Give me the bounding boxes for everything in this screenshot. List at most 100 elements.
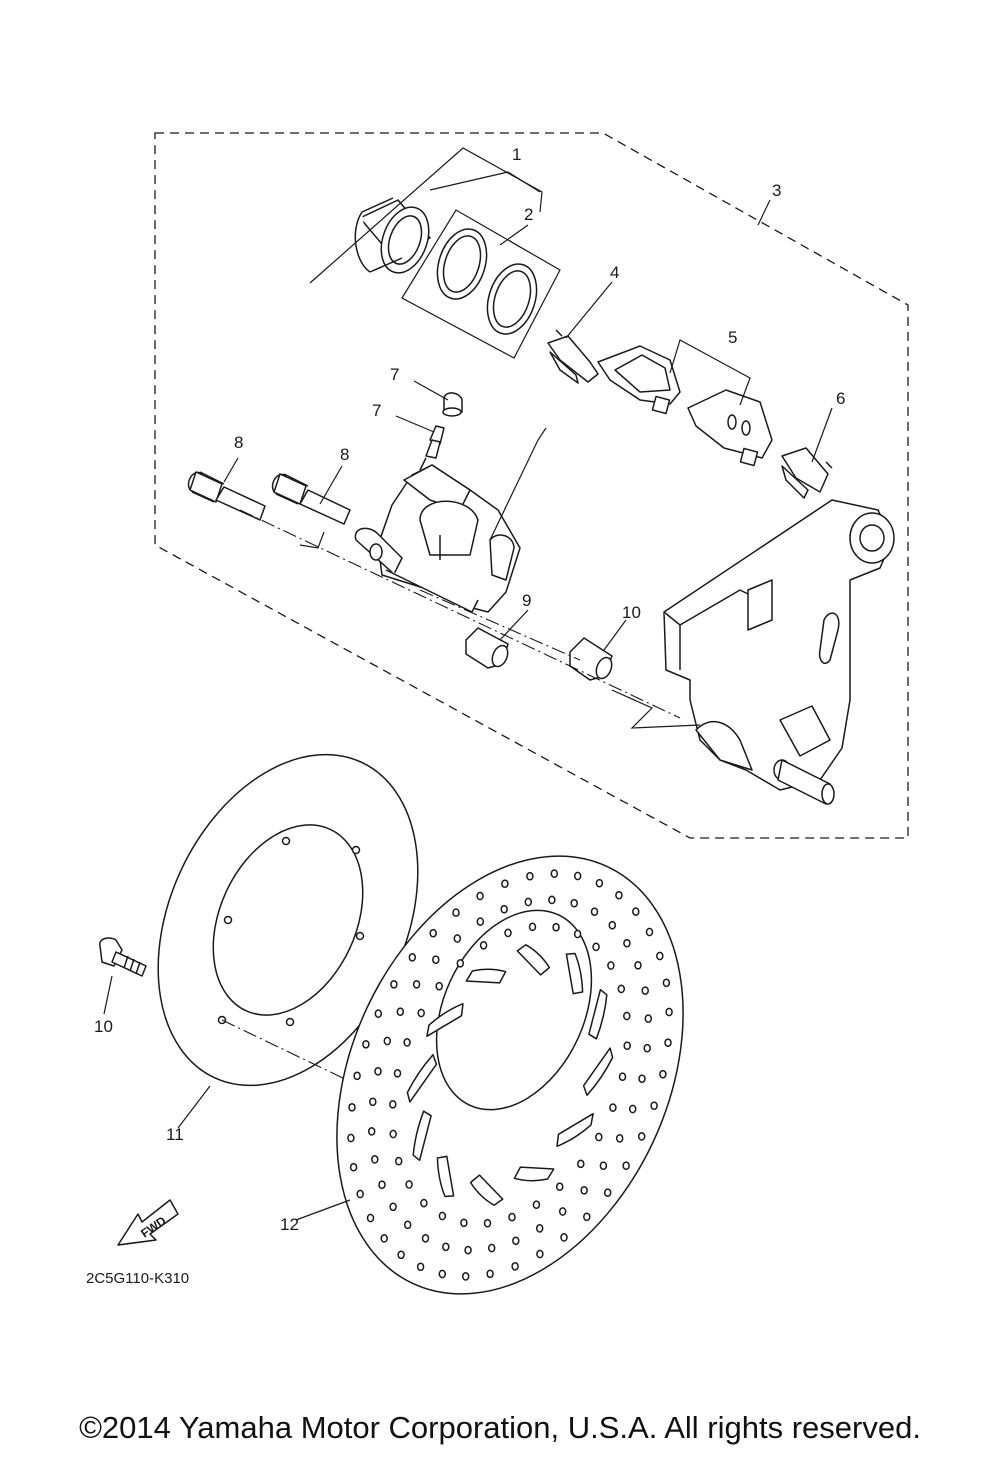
- disc-drill-hole: [607, 961, 615, 970]
- disc-drill-hole: [429, 928, 437, 938]
- disc-drill-hole: [558, 1207, 567, 1216]
- disc-vent-slot: [465, 968, 507, 984]
- piston-seal-kit: [436, 228, 538, 335]
- disc-drill-hole: [389, 1129, 397, 1139]
- disc-drill-hole: [356, 1189, 364, 1199]
- disc-drill-hole: [512, 1236, 520, 1246]
- disc-drill-hole: [548, 895, 556, 905]
- caliper-center-line: [489, 427, 547, 541]
- disc-drill-hole: [603, 1188, 612, 1198]
- disc-drill-hole: [555, 1182, 564, 1192]
- disc-drill-hole: [371, 1155, 379, 1164]
- disc-drill-hole: [389, 1099, 397, 1109]
- disc-drill-hole: [628, 1104, 637, 1114]
- disc-mounting-plate: [157, 753, 419, 1087]
- disc-drill-hole: [456, 958, 465, 968]
- pad-group-bracket: [669, 339, 751, 406]
- disc-drill-hole: [452, 908, 460, 917]
- pin-axis-line: [239, 509, 681, 719]
- callout-10-lower: 6: [836, 389, 845, 408]
- pad-shim-lower: [781, 447, 833, 499]
- disc-drill-hole: [573, 871, 582, 881]
- plate-to-disc-line: [221, 1019, 421, 1116]
- caliper-mounting-bracket: [663, 499, 895, 805]
- callout-1: 12: [280, 1215, 299, 1234]
- disc-drill-hole: [374, 1009, 383, 1018]
- disc-drill-hole: [403, 1038, 411, 1047]
- disc-drill-hole: [438, 1211, 447, 1221]
- disc-drill-hole: [347, 1133, 355, 1143]
- disc-drill-hole: [389, 1202, 397, 1212]
- callout-9: 5: [728, 328, 737, 347]
- caliper-body: [354, 464, 521, 613]
- disc-drill-hole: [550, 869, 559, 878]
- disc-drill-hole: [526, 871, 534, 881]
- disc-drill-hole: [487, 1243, 496, 1253]
- disc-drill-hole: [560, 1233, 568, 1242]
- disc-vent-slot: [513, 1166, 555, 1182]
- disc-vent-slot: [412, 1110, 432, 1162]
- disc-drill-hole: [453, 934, 462, 943]
- disc-drill-hole: [644, 1014, 653, 1023]
- disc-drill-hole: [590, 907, 599, 917]
- callout-3: 10: [94, 1017, 113, 1036]
- disc-drill-hole: [643, 1043, 651, 1053]
- disc-drill-hole: [348, 1102, 356, 1112]
- disc-drill-hole: [532, 1200, 541, 1210]
- disc-drill-hole: [524, 897, 533, 907]
- disc-drill-hole: [464, 1245, 472, 1255]
- disc-drill-hole: [393, 1068, 402, 1078]
- disc-drill-hole: [637, 1132, 646, 1141]
- disc-drill-hole: [609, 1103, 617, 1112]
- disc-drill-hole: [486, 1269, 494, 1279]
- disc-drill-hole: [435, 981, 443, 991]
- disc-drill-hole: [623, 1011, 631, 1021]
- disc-drill-hole: [632, 907, 640, 916]
- disc-drill-hole: [421, 1233, 430, 1243]
- disc-drill-hole: [432, 955, 440, 965]
- disc-vent-slot: [556, 1112, 594, 1148]
- disc-drill-hole: [417, 1008, 425, 1018]
- callout-5: 1: [512, 145, 521, 164]
- disc-drill-hole: [438, 1269, 447, 1279]
- disc-drill-hole: [645, 927, 654, 937]
- disc-drill-hole: [476, 891, 484, 901]
- disc-drill-hole: [622, 1161, 630, 1171]
- disc-drill-hole: [662, 978, 671, 988]
- disc-vent-slot: [426, 1002, 464, 1038]
- bushing-axis-line: [419, 589, 581, 661]
- disc-drill-hole: [460, 1218, 468, 1228]
- disc-drill-hole: [349, 1162, 358, 1172]
- disc-vent-slot: [406, 1053, 438, 1103]
- disc-vent-slot: [565, 952, 584, 995]
- disc-drill-hole: [595, 1132, 603, 1142]
- disc-drill-hole: [483, 1218, 492, 1228]
- seal-kit-bracket: [401, 209, 561, 359]
- disc-drill-hole: [664, 1038, 672, 1048]
- callout-12: 7: [390, 365, 399, 384]
- brake-pad-upper: [597, 345, 681, 415]
- disc-vent-slot: [588, 988, 608, 1040]
- disc-drill-hole: [577, 1159, 585, 1169]
- diagram-reference-code: 2C5G110-K310: [86, 1270, 189, 1287]
- disc-drill-hole: [580, 1185, 588, 1195]
- disc-drill-hole: [378, 1180, 386, 1190]
- disc-drill-hole: [367, 1127, 376, 1136]
- disc-drill-hole: [500, 904, 508, 914]
- callout-10-upper: 4: [610, 263, 619, 282]
- disc-drill-hole: [420, 1198, 428, 1208]
- disc-drill-hole: [442, 1242, 450, 1252]
- disc-vent-slot: [582, 1047, 614, 1097]
- callout-11: 7: [372, 401, 381, 420]
- disc-bolt: [99, 937, 147, 977]
- callout-7-right: 8: [340, 445, 349, 464]
- disc-drill-hole: [608, 920, 617, 930]
- caliper-pin-right: [271, 473, 351, 525]
- disc-drill-hole: [618, 1072, 627, 1082]
- piston-group-bracket: [309, 147, 543, 284]
- pad-shim-upper: [547, 329, 599, 384]
- disc-drill-hole: [366, 1213, 375, 1223]
- disc-drill-hole: [397, 1250, 405, 1260]
- disc-drill-hole: [412, 979, 421, 989]
- disc-vent-slot: [469, 1174, 504, 1206]
